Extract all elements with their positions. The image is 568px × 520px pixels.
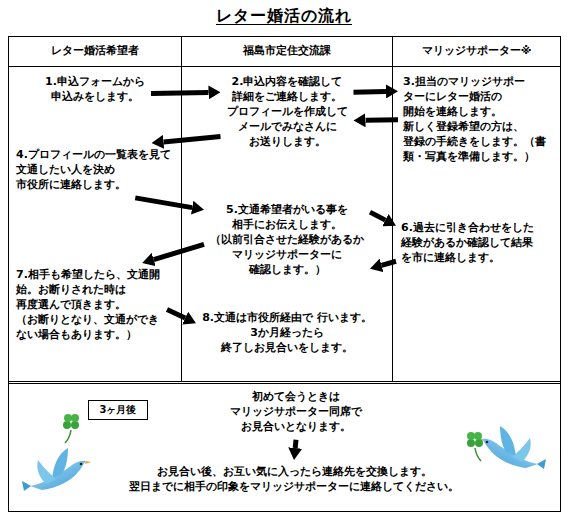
text-block: 8.文通は市役所経由で 行います。3か月経ったら 終了しお見合いをします。 (201, 311, 373, 356)
step-text: 7.相手も希望したら、文通開 始。お断りされた時は 再度選んで頂きます。（お断り… (13, 265, 165, 346)
step-text: 4.プロフィールの一覧表を見て 文通したい人を決め 市役所に連絡します。 (13, 145, 176, 196)
flow-arrow (163, 137, 220, 142)
text-block: マリッジサポーター※ (422, 44, 532, 59)
node-text: マリッジサポーター※ (422, 44, 532, 57)
title-wrap: レター婚活の流れ (0, 6, 568, 27)
text-block: プロフィールを作成して メールでみなさんに お送りします。 (226, 105, 349, 150)
text-block: お見合い後、お互い気に入ったら連絡先を交換します。 翌日までに相手の印象をマリッ… (128, 465, 460, 495)
clover (467, 432, 483, 461)
step-text: 8.文通は市役所経由で 行います。3か月経ったら 終了しお見合いをします。 (198, 308, 376, 359)
node-text: 1.申込フォームから 申込みをします。 (45, 75, 145, 103)
table-grid (9, 37, 561, 512)
flow-arrow (370, 212, 385, 220)
step-text: 3.担当のマリッジサポー ターにレター婚活の 開始を連絡します。新しく登録希望の… (400, 72, 551, 168)
text-block: 3ヶ月後 (100, 403, 137, 417)
bird (22, 448, 91, 491)
node-text: プロフィールを作成して メールでみなさんに お送りします。 (227, 105, 348, 148)
period-box: 3ヶ月後 (88, 400, 148, 420)
node-text: 8.文通は市役所経由で 行います。3か月経ったら 終了しお見合いをします。 (202, 311, 372, 354)
node-text: （以前引合させた経験があるか マリッジサポーターに 確認します。） (210, 233, 364, 276)
text-block: （お断りとなり、文通ができ ない場合もあります。） (16, 313, 162, 343)
node-text: 2.申込内容を確認して 詳細をご連絡します。 (232, 75, 343, 103)
step-text: 1.申込フォームから 申込みをします。 (41, 72, 149, 108)
node-text: 3ヶ月後 (100, 404, 137, 415)
text-block: 1.申込フォームから 申込みをします。 (44, 75, 146, 105)
flow-arrow (365, 117, 398, 122)
node-text: レター婚活希望者 (51, 44, 139, 57)
flow-text: お見合い後、お互い気に入ったら連絡先を交換します。 翌日までに相手の印象をマリッ… (125, 462, 463, 498)
step-text: 5.文通希望者がいる事を 相手にお伝えします。（以前引合させた経験があるか マリ… (206, 200, 368, 281)
node-text: 新しく登録希望の方は、 登録の手続きをします。（書 類・写真を準備します。） (403, 120, 546, 163)
text-block: 3.担当のマリッジサポー ターにレター婚活の 開始を連絡します。 (403, 75, 548, 120)
node-text: 3.担当のマリッジサポー ターにレター婚活の 開始を連絡します。 (403, 75, 525, 118)
flow-arrow (167, 309, 185, 318)
node-text: （お断りとなり、文通ができ ない場合もあります。） (16, 313, 159, 341)
title: レター婚活の流れ (216, 6, 352, 25)
flow-arrow (382, 261, 396, 265)
clover (63, 414, 79, 443)
text-block: 2.申込内容を確認して 詳細をご連絡します。 (226, 75, 349, 105)
flow-arrow (293, 440, 299, 448)
text-block: レター婚活希望者 (51, 44, 139, 59)
step-text: 2.申込内容を確認して 詳細をご連絡します。プロフィールを作成して メールでみな… (223, 72, 352, 153)
text-block: （以前引合させた経験があるか マリッジサポーターに 確認します。） (209, 233, 365, 278)
text-block: 福島市定住交流課 (243, 44, 331, 59)
text-block: 4.プロフィールの一覧表を見て 文通したい人を決め 市役所に連絡します。 (16, 148, 173, 193)
flow-arrow (135, 198, 192, 208)
text-block: 初めて会うときは マリッジサポーター同席で お見合いとなります。 (229, 390, 363, 435)
text-block: 5.文通希望者がいる事を 相手にお伝えします。 (209, 203, 365, 233)
node-text: 4.プロフィールの一覧表を見て 文通したい人を決め 市役所に連絡します。 (16, 148, 171, 191)
node-text: 6.過去に引き合わせをした 経験があるか確認して結果 を市に連絡します。 (401, 221, 534, 264)
text-block: 7.相手も希望したら、文通開 始。お断りされた時は 再度選んで頂きます。 (16, 268, 162, 313)
flow-text: 初めて会うときは マリッジサポーター同席で お見合いとなります。 (226, 387, 366, 438)
text-block: 6.過去に引き合わせをした 経験があるか確認して結果 を市に連絡します。 (401, 221, 536, 266)
node-text: 初めて会うときは マリッジサポーター同席で お見合いとなります。 (230, 390, 362, 433)
flow-arrow (151, 92, 209, 93)
text-block: 新しく登録希望の方は、 登録の手続きをします。（書 類・写真を準備します。） (403, 120, 548, 165)
column-header: レター婚活希望者 (9, 37, 181, 66)
node-text: 5.文通希望者がいる事を 相手にお伝えします。 (226, 203, 348, 231)
node-text: 福島市定住交流課 (243, 44, 331, 57)
column-header: 福島市定住交流課 (182, 37, 392, 66)
step-text: 6.過去に引き合わせをした 経験があるか確認して結果 を市に連絡します。 (398, 218, 539, 269)
node-text: お見合い後、お互い気に入ったら連絡先を交換します。 翌日までに相手の印象をマリッ… (129, 465, 459, 493)
flow-arrow (354, 89, 387, 95)
flow-arrow (154, 244, 204, 259)
bird (477, 426, 546, 469)
column-header: マリッジサポーター※ (393, 37, 560, 66)
node-text: 7.相手も希望したら、文通開 始。お断りされた時は 再度選んで頂きます。 (16, 268, 160, 311)
